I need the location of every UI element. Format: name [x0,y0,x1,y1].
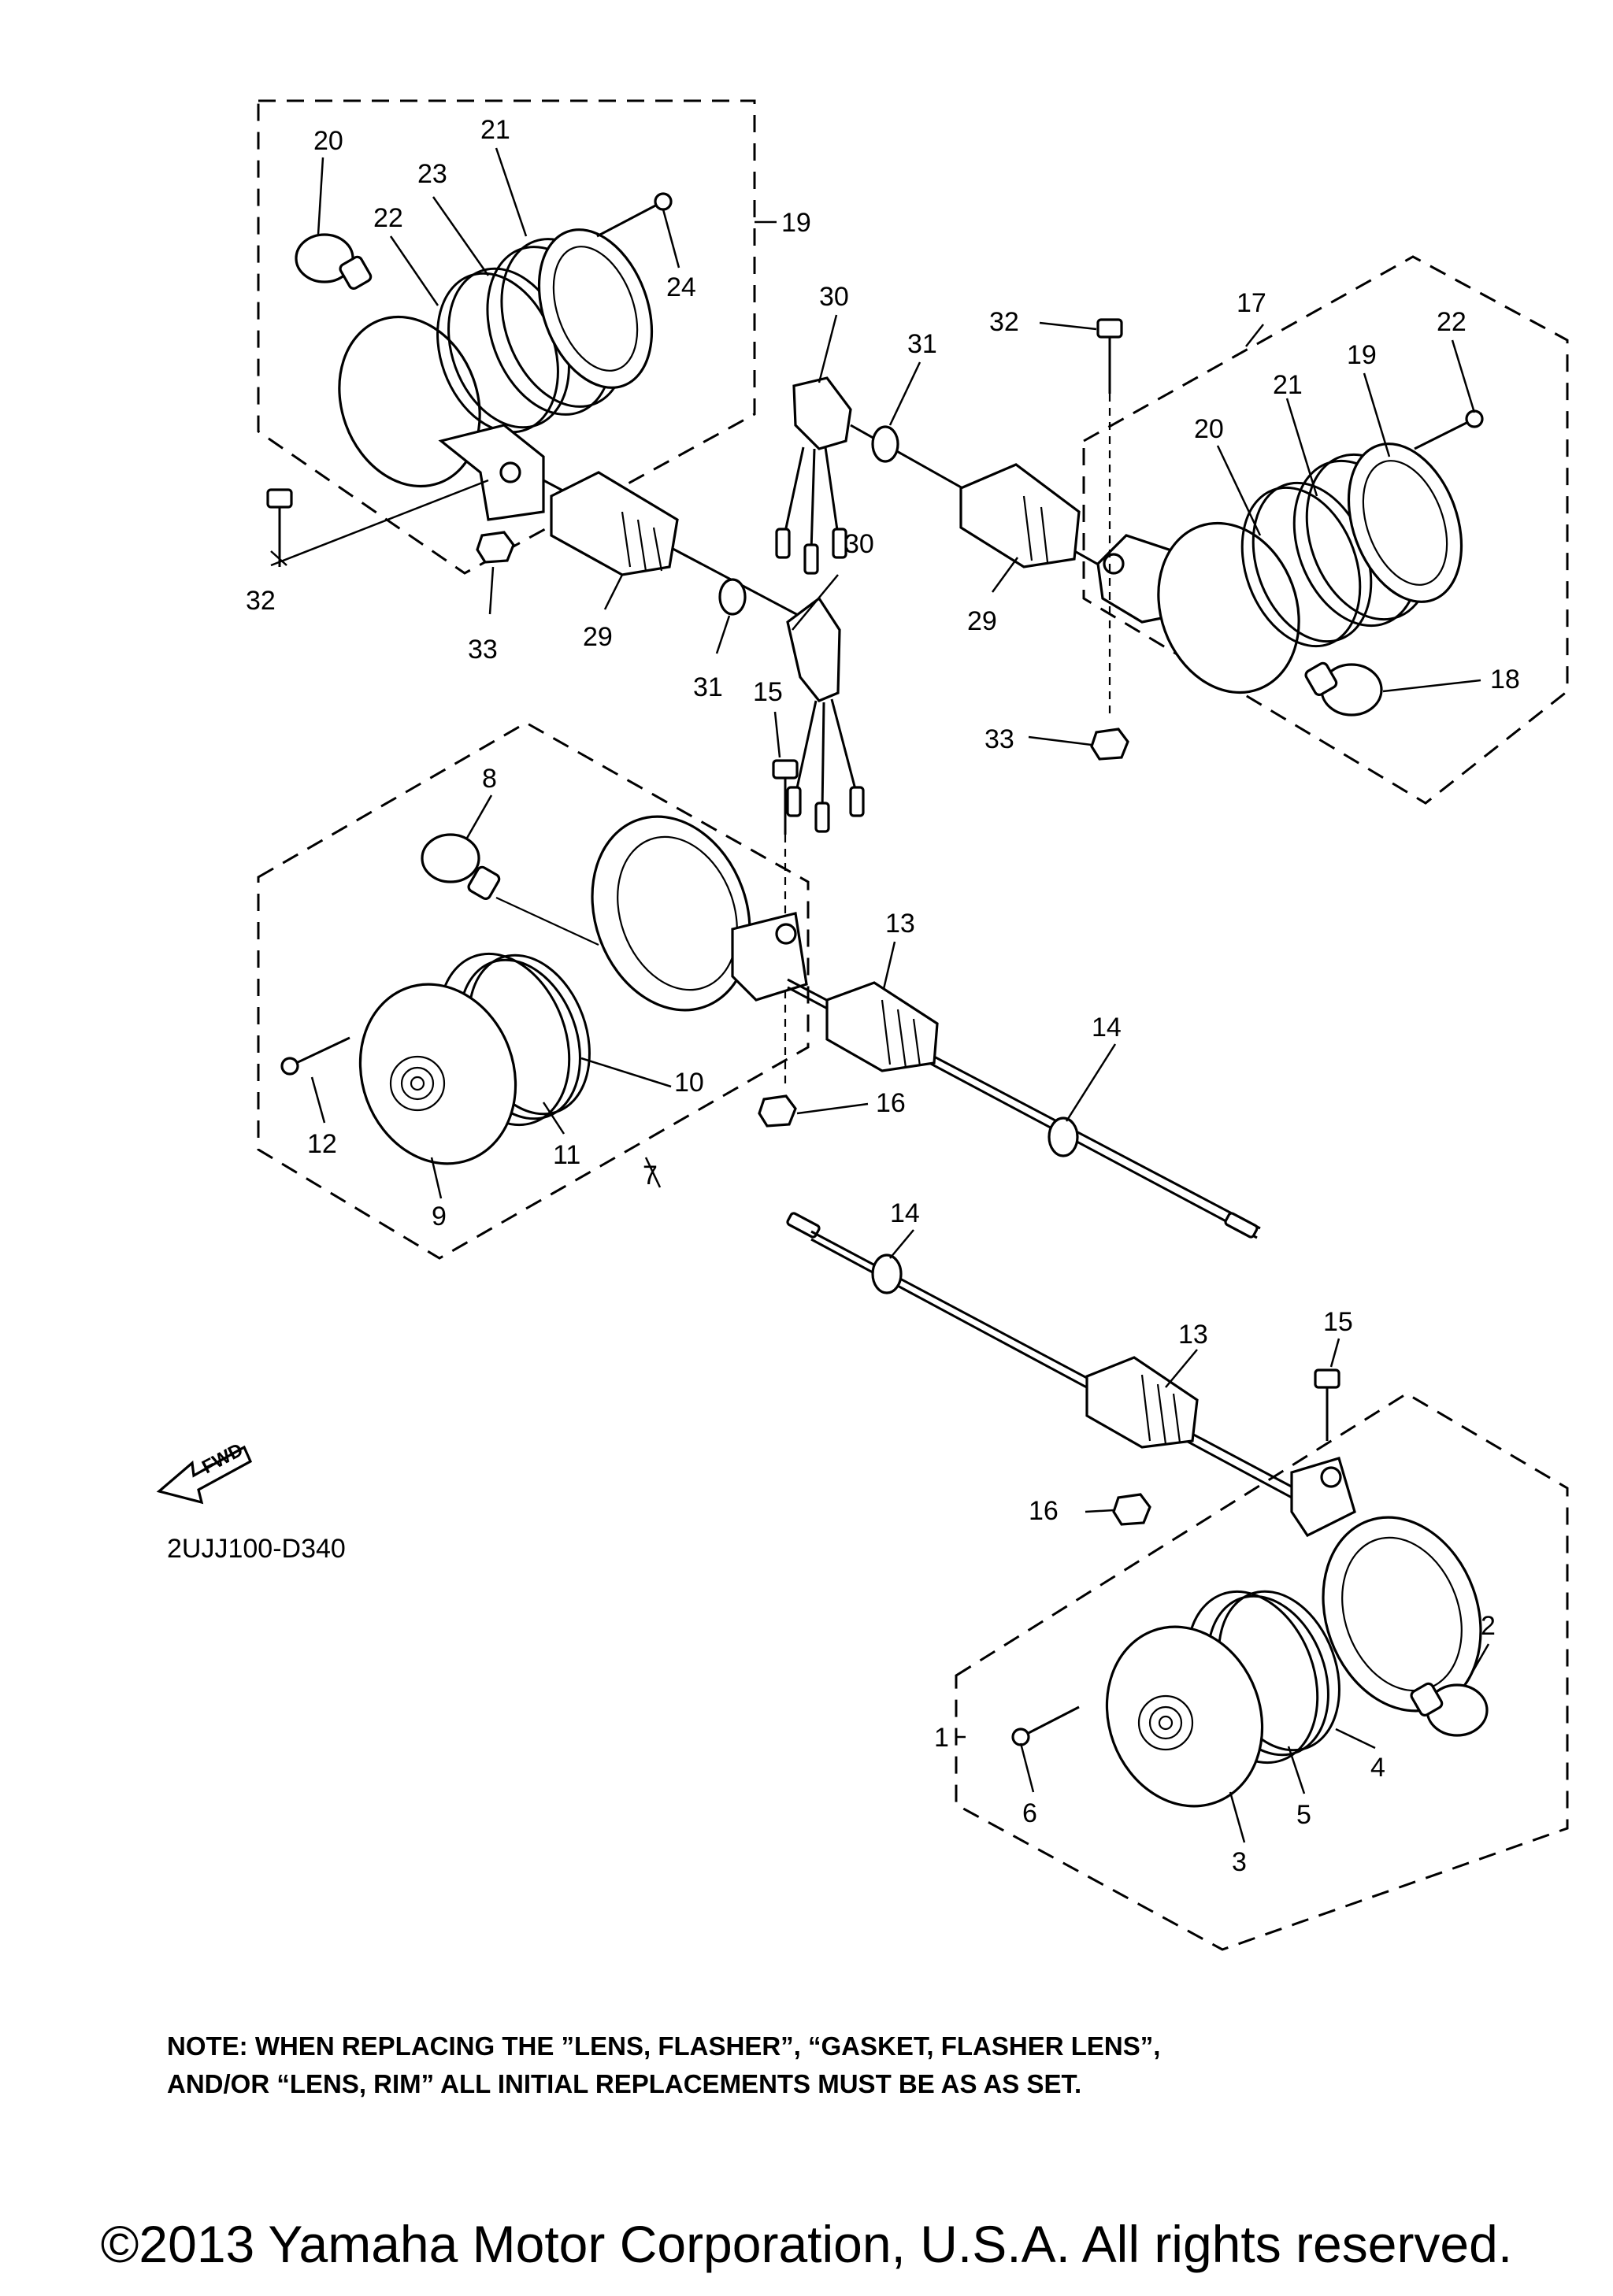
replacement-note: NOTE: WHEN REPLACING THE ”LENS, FLASHER”… [167,2028,1522,2103]
stem-upper-right [775,376,1103,575]
callout-6: 6 [1022,1798,1037,1828]
callout-30-lower: 30 [844,529,874,559]
callout-8: 8 [482,764,497,794]
callout-24: 20 [313,126,343,156]
callout-22: 22 [1437,307,1467,337]
callout-25: 21 [480,115,510,145]
callout-9: 9 [432,1202,447,1231]
copyright-notice: ©2013 Yamaha Motor Corporation, U.S.A. A… [100,2215,1513,2273]
callout-13-lower: 13 [1178,1320,1208,1350]
callout-18: 18 [1490,665,1520,694]
stem-upper-left [543,471,865,833]
callout-31-right: 31 [907,329,937,359]
callout-19: 19 [1347,340,1377,370]
callout-27: 23 [417,159,447,189]
assembly-boundary-7 [257,721,810,1260]
callout-14-upper: 14 [1092,1013,1122,1042]
callout-33-left: 33 [468,635,498,665]
callout-31-left: 31 [693,672,723,702]
callout-21: 21 [1273,370,1303,400]
callout-20: 20 [1194,414,1224,444]
callout-30-upper: 30 [819,282,849,312]
callout-32-right: 32 [989,307,1019,337]
callout-13-upper: 13 [885,909,915,939]
callout-29-right: 29 [967,606,997,636]
callout-15-lower: 15 [1323,1307,1353,1337]
callout-32-left: 32 [246,586,276,616]
flasher-assembly-middle-left [280,815,808,1165]
callout-16-lower: 16 [1029,1496,1059,1526]
callout-7: 7 [643,1161,658,1191]
callout-4: 4 [1370,1753,1385,1783]
callout-1: 1 [934,1723,949,1753]
flasher-assembly-upper-left [295,192,673,521]
note-line-1: NOTE: WHEN REPLACING THE ”LENS, FLASHER”… [167,2031,1161,2061]
stem-lower [786,1212,1340,1523]
callout-14-lower: 14 [890,1198,920,1228]
callout-17: 17 [1237,288,1266,318]
callout-26: 22 [373,203,403,233]
leader-lines [270,147,1490,1843]
bolt-and-nut-hardware [266,318,1340,1526]
callout-11: 11 [553,1140,580,1170]
flasher-assembly-lower-right [1011,1457,1489,1808]
note-line-2: AND/OR “LENS, RIM” ALL INITIAL REPLACEME… [167,2069,1082,2098]
callout-29-left: 29 [583,622,613,652]
assembly-boundary-1 [955,1392,1569,1951]
callouts: 20 21 23 22 24 19 32 33 29 31 30 30 31 2… [246,115,1520,1877]
callout-16-upper: 16 [876,1088,906,1118]
callout-5: 5 [1296,1800,1311,1830]
stem-middle [787,978,1261,1239]
callout-23: 19 [781,208,811,238]
fwd-arrow-icon: FWD [156,1439,253,1505]
callout-3: 3 [1232,1847,1247,1877]
callout-28: 24 [666,272,696,302]
callout-2: 2 [1481,1611,1496,1641]
callout-33-right: 33 [984,724,1014,754]
assembly-boundary-17 [1082,255,1569,805]
flasher-assembly-upper-right [1096,409,1484,717]
drawing-code: 2UJJ100-D340 [167,1534,346,1564]
callout-10: 10 [674,1068,704,1098]
callout-12: 12 [307,1129,337,1159]
callout-15-upper: 15 [753,677,783,707]
